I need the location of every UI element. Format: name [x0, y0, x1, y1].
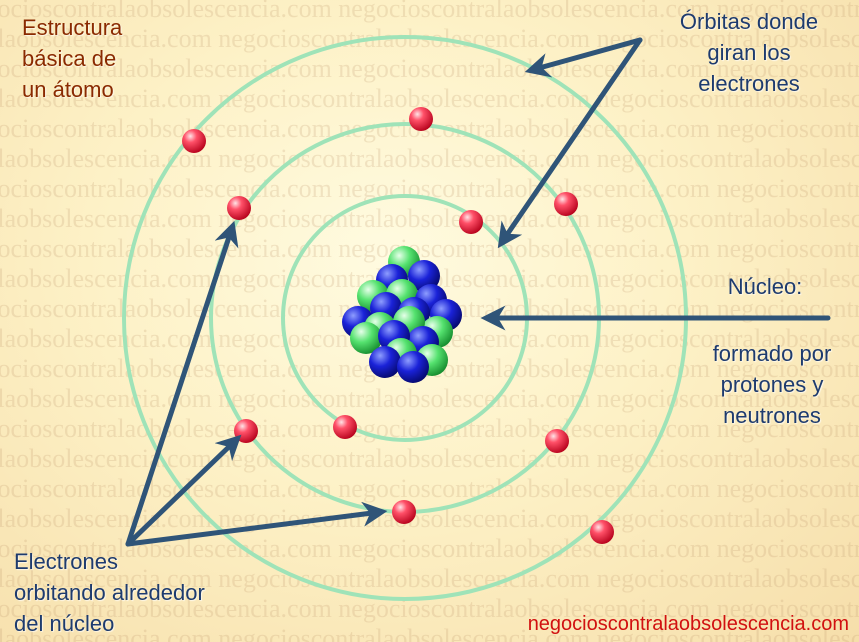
electron	[590, 520, 614, 544]
proton	[369, 346, 401, 378]
title-line: Estructura	[22, 15, 123, 40]
electrons-label-line: del núcleo	[14, 611, 115, 636]
nucleus-description-line: formado por	[712, 341, 832, 366]
electron	[227, 196, 251, 220]
neutron	[350, 322, 382, 354]
electrons-label: Electrones orbitando alrededor del núcle…	[14, 546, 205, 639]
orbits-label-line: Órbitas donde	[679, 9, 819, 34]
nucleus-description: formado por protones y neutrones	[696, 338, 848, 431]
title-line: un átomo	[22, 77, 114, 102]
electron	[545, 429, 569, 453]
arrows	[125, 37, 831, 547]
arrow-to-electron-left-lower	[125, 434, 242, 547]
proton	[408, 260, 440, 292]
nucleus-label-text: Núcleo:	[727, 274, 803, 299]
electron	[409, 107, 433, 131]
electron	[333, 415, 357, 439]
diagram-title: Estructura básica de un átomo	[22, 12, 122, 105]
title-line: básica de	[22, 46, 117, 71]
electron	[459, 210, 483, 234]
nucleus	[342, 246, 462, 383]
electrons-label-line: orbitando alrededor	[14, 580, 205, 605]
nucleus-description-line: neutrones	[723, 403, 821, 428]
nucleus-description-line: protones y	[720, 372, 824, 397]
electron	[392, 500, 416, 524]
arrow-to-electron-bottom	[125, 501, 388, 547]
arrow-to-outer-orbit	[524, 37, 643, 78]
orbits-label-line: electrones	[698, 71, 800, 96]
orbits-label: Órbitas donde giran los electrones	[664, 6, 834, 99]
electrons	[182, 107, 614, 544]
site-footer[interactable]: negocioscontralaobsolescencia.com	[527, 613, 849, 635]
arrow-to-inner-orbit	[497, 37, 643, 249]
nucleus-label: Núcleo:	[700, 271, 830, 302]
electrons-label-line: Electrones	[14, 549, 118, 574]
electron	[554, 192, 578, 216]
proton	[397, 351, 429, 383]
orbits-label-line: giran los	[707, 40, 791, 65]
arrow-to-electron-left-upper	[125, 220, 239, 547]
electron	[182, 129, 206, 153]
